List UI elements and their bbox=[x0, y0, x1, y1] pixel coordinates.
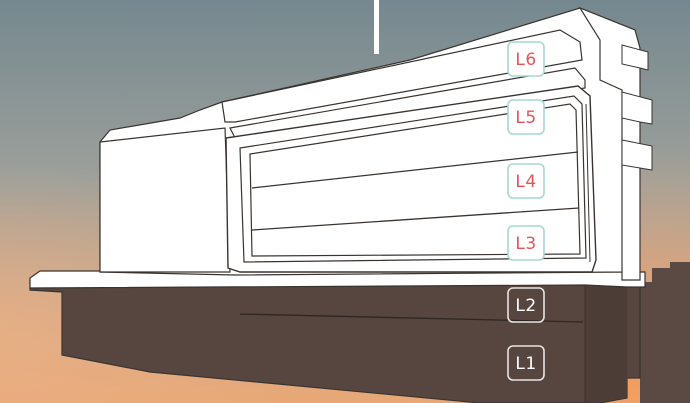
level-tag-l6: L6 bbox=[508, 42, 544, 76]
level-tag-label: L3 bbox=[515, 234, 536, 254]
level-tag-l3: L3 bbox=[508, 226, 544, 260]
level-tag-label: L5 bbox=[515, 108, 536, 128]
left-block bbox=[100, 128, 230, 272]
mast bbox=[374, 0, 379, 54]
right-backdrop bbox=[640, 262, 690, 403]
level-tag-label: L4 bbox=[515, 172, 536, 192]
level-tag-l5: L5 bbox=[508, 100, 544, 134]
podium-front-face bbox=[585, 285, 627, 403]
level-tag-label: L1 bbox=[515, 354, 536, 374]
level-tag-label: L6 bbox=[515, 50, 536, 70]
level-tag-label: L2 bbox=[515, 296, 536, 316]
level-tag-l4: L4 bbox=[508, 164, 544, 198]
